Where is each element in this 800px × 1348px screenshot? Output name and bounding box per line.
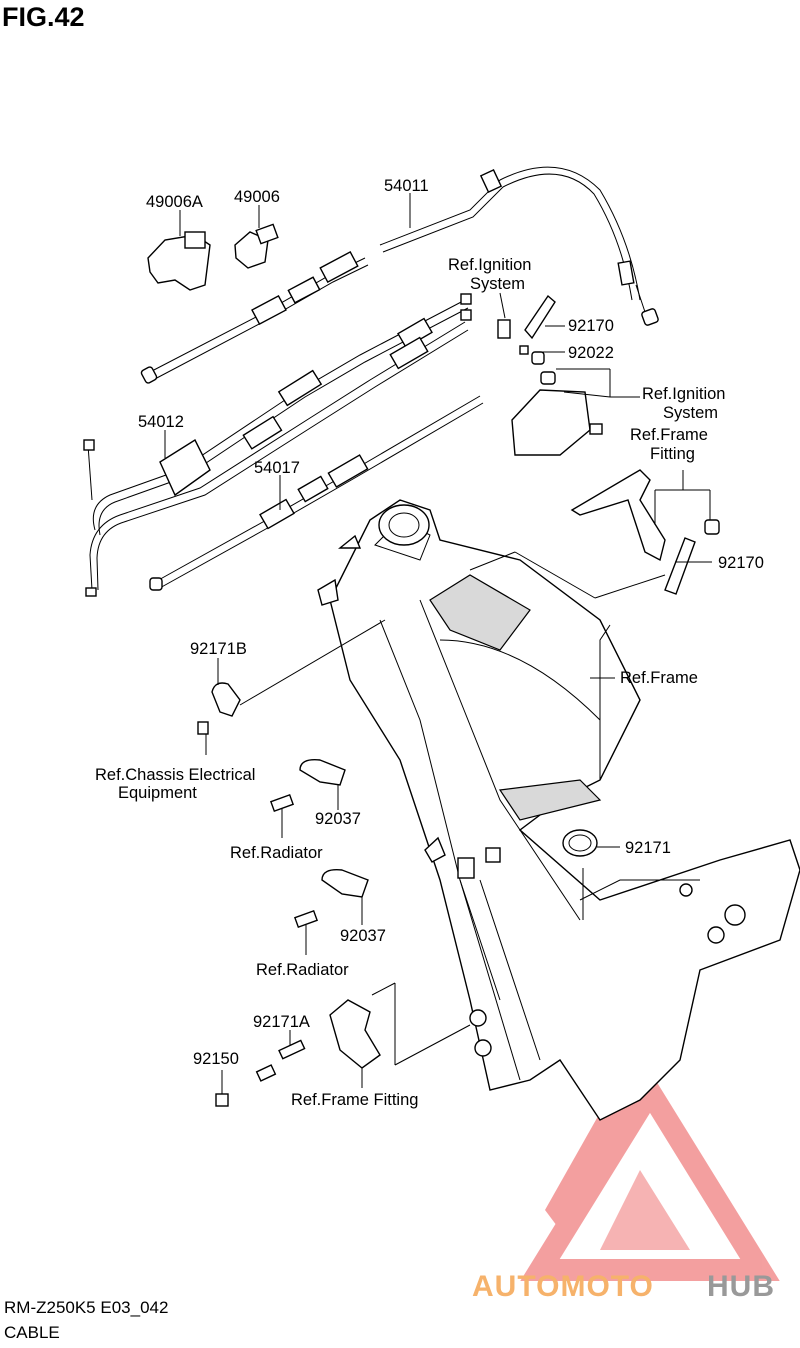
part-92037-a xyxy=(269,759,346,838)
part-49006A xyxy=(147,231,211,291)
watermark-text: AUTOMOTO HUB xyxy=(472,1270,775,1303)
label-92170-top: 92170 xyxy=(568,317,614,335)
label-92171B: 92171B xyxy=(190,640,247,658)
label-54017: 54017 xyxy=(254,459,300,477)
cable-54011 xyxy=(379,166,659,326)
watermark-automoto: AUTOMOTO xyxy=(472,1270,654,1303)
footer-model-code: RM-Z250K5 E03_042 xyxy=(4,1298,169,1317)
label-49006: 49006 xyxy=(234,188,280,206)
part-92171B xyxy=(197,682,241,755)
label-ref-ignition-2a: Ref.Ignition xyxy=(642,385,725,403)
part-92171A-and-92150 xyxy=(215,999,381,1107)
figure-title: FIG.42 xyxy=(2,2,85,32)
motorcycle-frame xyxy=(317,499,800,1121)
label-92171A: 92171A xyxy=(253,1013,310,1031)
label-92171: 92171 xyxy=(625,839,671,857)
part-labels: 49006A 49006 54011 54012 54017 Ref.Ignit… xyxy=(95,177,764,1109)
footer-section-name: CABLE xyxy=(4,1323,60,1342)
label-92037-a: 92037 xyxy=(315,810,361,828)
label-ref-chassis-a: Ref.Chassis Electrical xyxy=(95,766,255,784)
label-54011: 54011 xyxy=(384,177,429,195)
frame-fitting-bracket xyxy=(570,469,720,595)
label-ref-ignition-1b: System xyxy=(470,275,525,293)
label-ref-radiator-1: Ref.Radiator xyxy=(230,844,323,862)
label-ref-frame: Ref.Frame xyxy=(620,669,698,687)
label-49006A: 49006A xyxy=(146,193,203,211)
cable-upper-left xyxy=(140,251,369,384)
leader-lines xyxy=(164,193,666,1066)
label-ref-frame-fitting-a: Ref.Frame xyxy=(630,426,708,444)
label-92037-b: 92037 xyxy=(340,927,386,945)
label-54012: 54012 xyxy=(138,413,184,431)
watermark-hub: HUB xyxy=(707,1270,775,1303)
label-92150: 92150 xyxy=(193,1050,239,1068)
part-92037-b xyxy=(293,869,369,955)
cable-54012 xyxy=(83,293,472,597)
label-ref-radiator-2: Ref.Radiator xyxy=(256,961,349,979)
part-49006 xyxy=(234,223,279,269)
part-92171 xyxy=(562,829,620,920)
label-ref-ignition-1a: Ref.Ignition xyxy=(448,256,531,274)
label-ref-ignition-2b: System xyxy=(663,404,718,422)
label-ref-frame-fitting-bottom: Ref.Frame Fitting xyxy=(291,1091,418,1109)
label-ref-frame-fitting-b: Fitting xyxy=(650,445,695,463)
ignition-parts xyxy=(497,294,640,456)
watermark-logo xyxy=(520,1071,780,1281)
label-92170-right: 92170 xyxy=(718,554,764,572)
cable-54017 xyxy=(149,395,484,591)
label-ref-chassis-b: Equipment xyxy=(118,784,197,802)
label-92022: 92022 xyxy=(568,344,614,362)
